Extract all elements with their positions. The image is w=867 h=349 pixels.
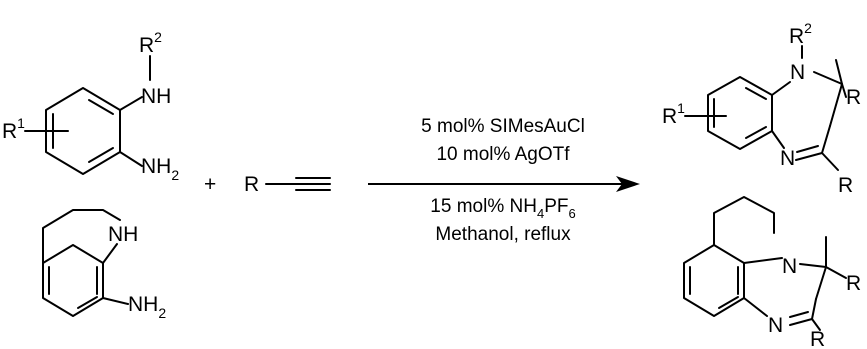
imine-double-bond [789, 311, 809, 318]
bond-c-r [811, 318, 821, 331]
bond-ring-to-n [743, 257, 783, 264]
plus-sign: + [204, 173, 216, 196]
condition-solvent: Methanol, reflux [435, 224, 571, 245]
arrow-head [616, 176, 640, 192]
aromatic-double-bond [88, 99, 114, 115]
product-1-r-bottom-label: R [838, 174, 853, 197]
terminal-alkyne: R [244, 173, 331, 196]
product-1-r1-label: R1 [662, 100, 685, 128]
reactant-1-nh2-label: NH2 [141, 155, 179, 183]
condition-additive: 15 mol% NH4PF6 [430, 196, 575, 221]
condition-silver-salt: 10 mol% AgOTf [436, 144, 570, 165]
bond-to-nh2 [119, 151, 143, 167]
reactant-2-nh-label: NH [108, 223, 138, 246]
reactant-2-nh2-label: NH2 [128, 293, 166, 321]
reactant-2-benzene-ring [42, 244, 104, 317]
product-1-benzodiazepine: R2 N R R1 N R [662, 20, 861, 197]
bond-to-nh [119, 96, 143, 111]
bond-ring-to-nh [102, 243, 118, 264]
product-1-n-imine-label: N [780, 147, 795, 170]
bond-to-nh2 [102, 297, 129, 305]
product-2-r-bottom-label: R [810, 328, 825, 349]
alkyne-r-label: R [244, 173, 259, 196]
bond-ring-to-n-imine [743, 297, 768, 317]
bond-ch2-c-imine [811, 298, 817, 320]
reactant-2-tetrahydroquinoline: NH NH2 [42, 209, 166, 321]
product-1-r-side-label: R [846, 86, 861, 109]
product-2-tricyclic-diazepine: N R N R [683, 196, 861, 349]
saturated-ring-bonds [713, 196, 775, 246]
reaction-conditions: 5 mol% SIMesAuCl 10 mol% AgOTf 15 mol% N… [421, 116, 585, 245]
product-1-benzene-ring [707, 76, 773, 150]
aromatic-double-bond [88, 147, 114, 163]
imine-double-bond [795, 152, 823, 161]
reactant-1-diamine: R2 NH R1 NH2 [2, 29, 179, 183]
aromatic-double-bond [718, 296, 739, 309]
product-1-r2-label: R2 [789, 20, 812, 48]
bond-c-ch2 [815, 266, 827, 300]
methyl-bond [835, 59, 843, 85]
bond-ring-to-n [771, 81, 791, 96]
reactant-1-r1-label: R1 [2, 115, 25, 143]
aromatic-double-bond [77, 296, 98, 309]
product-1-n-label: N [790, 61, 805, 84]
product-2-r-side-label: R [846, 272, 861, 295]
aromatic-double-bond [745, 126, 767, 139]
bond-n-quaternary-c [799, 263, 827, 268]
product-2-n-label: N [782, 255, 797, 278]
reactant-1-nh-label: NH [141, 85, 171, 108]
bond-c-r [841, 83, 847, 98]
imine-double-bond [796, 145, 819, 153]
reaction-arrow [368, 176, 640, 192]
reactant-1-r2-label: R2 [139, 29, 162, 57]
bond-c-r [825, 266, 847, 279]
condition-catalyst: 5 mol% SIMesAuCl [421, 116, 585, 137]
bond-ring-to-n-imine [771, 130, 785, 149]
bond-n-quaternary-c [813, 71, 843, 85]
saturated-ring-bonds [42, 209, 121, 264]
product-2-benzene-ring [683, 244, 745, 317]
aromatic-double-bond [745, 87, 767, 100]
bond-c-r [821, 152, 839, 171]
product-2-n-imine-label: N [768, 314, 783, 337]
bond-ch2-c-imine [821, 125, 831, 154]
bond-c-ch2 [829, 83, 843, 127]
imine-double-bond [789, 318, 813, 326]
